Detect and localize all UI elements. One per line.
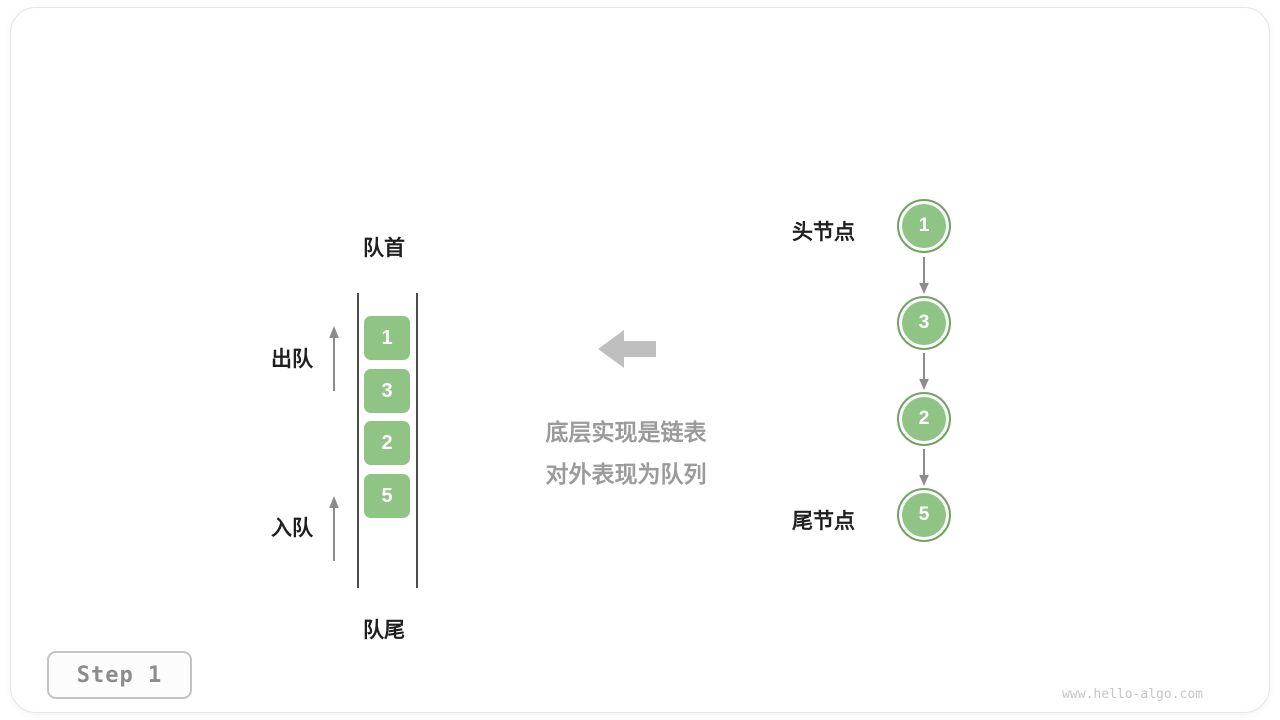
watermark: www.hello-algo.com: [1062, 687, 1203, 702]
linked-list-node: 1: [897, 199, 951, 253]
link-arrow-icon: [916, 257, 932, 295]
queue-front-label: 队首: [363, 237, 405, 260]
caption-line-2: 对外表现为队列: [545, 461, 707, 487]
queue-rear-label: 队尾: [363, 619, 405, 642]
enqueue-arrow-icon: [326, 495, 342, 565]
linked-list-node: 5: [897, 488, 951, 542]
caption-line-1: 底层实现是链表: [545, 419, 707, 445]
tail-node-label: 尾节点: [792, 510, 855, 533]
dequeue-arrow-icon: [326, 325, 342, 395]
enqueue-label: 入队: [271, 517, 313, 540]
queue-cell: 3: [364, 369, 410, 413]
transform-arrow-icon: [596, 326, 658, 372]
queue-cell: 2: [364, 421, 410, 465]
linked-list-node: 3: [897, 296, 951, 350]
link-arrow-icon: [916, 353, 932, 391]
head-node-label: 头节点: [792, 221, 855, 244]
center-caption: 底层实现是链表 对外表现为队列: [446, 411, 806, 495]
dequeue-label: 出队: [271, 348, 313, 371]
queue-channel-left-line: [357, 293, 359, 588]
queue-cell: 1: [364, 316, 410, 360]
diagram-card: 队首 1 3 2 5 队尾 出队 入队 底层实现是链表 对外表现为队列 头节点 …: [10, 7, 1270, 713]
linked-list-node: 2: [897, 392, 951, 446]
link-arrow-icon: [916, 449, 932, 487]
queue-cell: 5: [364, 474, 410, 518]
step-badge: Step 1: [47, 651, 192, 699]
queue-channel-right-line: [416, 293, 418, 588]
